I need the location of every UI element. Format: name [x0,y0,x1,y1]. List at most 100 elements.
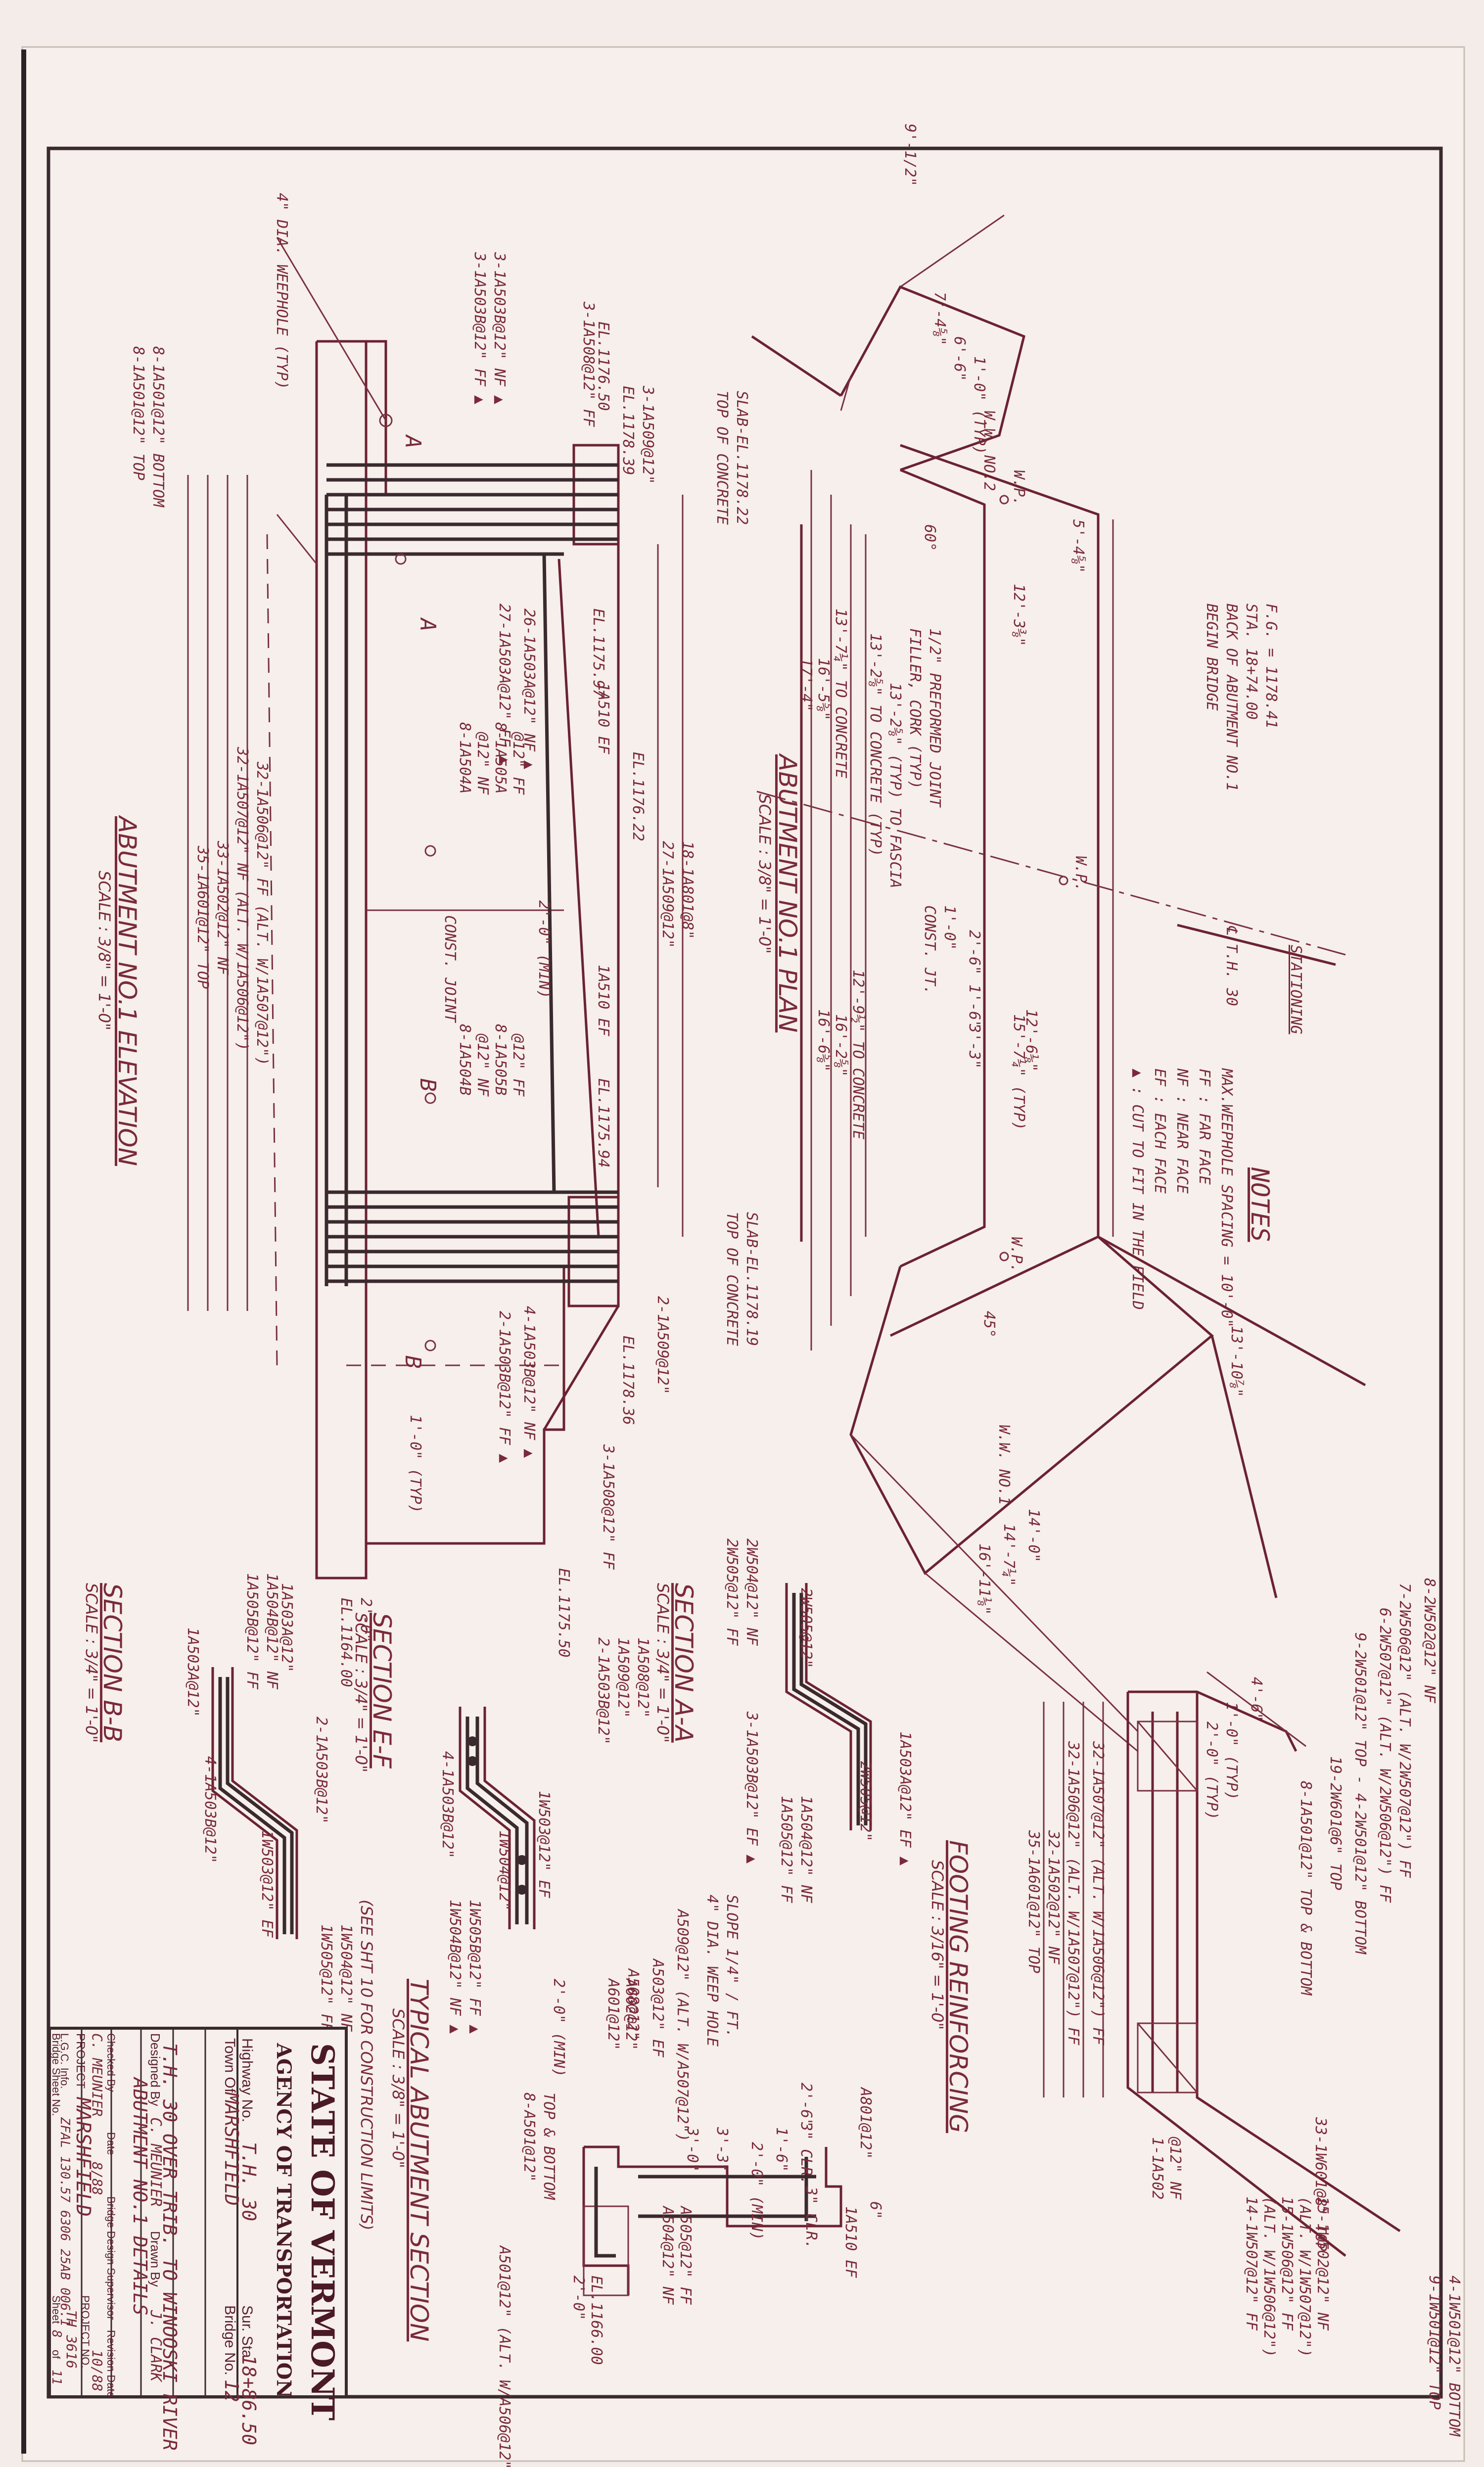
footing-label: 32-1A502@12" NF [1045,1830,1062,1965]
typical-label: 1A510 EF [842,2206,859,2278]
plan-scale: SCALE : 3/8" = 1'-0" [755,794,774,954]
section-bb-label: 2-1A503B@12" [313,1717,330,1824]
section-bb-title: SECTION B-B [98,1583,127,1742]
project-no-label: PROJECT NO. [79,2295,92,2369]
plan-dim-label: 14'-0" [1025,1509,1042,1562]
elev-label: EL.1175.50 [555,1568,572,1658]
plan-wp-label: W.P. [1072,856,1089,891]
work-point-marker [999,495,1009,505]
work-point-marker [999,1252,1009,1261]
section-ef-scale: SCALE : 3/4" = 1'-0" [352,1613,371,1772]
plan-dim-label: 16'-6⅝" [815,1009,832,1071]
elev-label: EL.1164.00 [337,1598,355,1687]
footing-leader [1206,1671,1306,1747]
typical-label: 3" CLR. [802,2186,820,2249]
plan-dim-label: 12'-9½" TO CONCRETE [849,970,867,1139]
section-bb-label: 1A505B@12" FF [243,1573,261,1690]
plan-angle-label: 60° [921,524,938,551]
section-ef: 2-1A503B@12" 1A509@12" 1A508@12" 1W503@1… [352,1613,651,2034]
plan-front-outline [889,444,1100,1337]
typical-note: (SEE SHT 10 FOR CONSTRUCTION LIMITS) [357,1900,376,2231]
typical-label: A505@12" FF [677,2205,694,2305]
section-aa-label: 1A504@12" NF [797,1796,815,1904]
typical-label: 8-A501@12" [520,2093,538,2182]
typical-label: 2'-0" (MIN) [748,2142,765,2240]
footing-label: 9-2W501@12" TOP - 4-2W501@12" BOTTOM [1351,1632,1369,1955]
plan-angle-label: 45° [980,1311,998,1338]
elev-label: @12" FF [510,732,527,795]
section-aa-outline [805,1583,872,1830]
section-bb-label: 1W504@12" NF [337,1924,355,2032]
weephole-marker [424,1092,436,1104]
plan-dim-label: 3'-3" [966,1024,983,1069]
section-ef-label: 1W504B@12" NF ▲ [446,1900,464,2034]
elev-label: 8-1A504B [456,1024,473,1096]
elev-label: 26-1A503A@12" NF ▲ [520,608,538,769]
plan-joint-filler: FILLER, CORK (TYP) [906,628,924,789]
checked-by-value: C. MEUNIER [89,2033,105,2117]
section-cut-mark: B [400,1355,425,1369]
checked-by-label: Checked By [105,2033,117,2092]
elev-label: EL.1176.22 [629,752,647,841]
section-ef-outline [483,1707,536,1929]
typical-label: A508@12" [624,1968,642,2041]
typical-label: SLOPE 1/4" / FT. [723,1895,741,2038]
plan-dim-label: 13'-2⅝" TO CONCRETE (TYP) [867,633,884,857]
typical-label: A601@12" [604,1978,622,2050]
plan-dim-label: 2'-0" (TYP) [1203,1722,1220,1820]
typical-label: 4" DIA. WEEP HOLE [703,1895,721,2047]
typical-label: 1'-6" [773,2127,790,2172]
footing-label: 7-2W506@12" (ALT. W/2W507@12") FF [1396,1583,1413,1878]
plan-dim-label: 1'-6" [966,984,983,1029]
plan-dim-label: 1'-0" (TYP) [1223,1702,1240,1800]
section-ef-label: 1A509@12" [614,1637,632,1718]
elev-outline-top [317,340,387,495]
elev-label: 1A510 EF [595,683,612,754]
date-value: 8/88 [89,2162,105,2195]
typical-label: A602@12" [622,1978,640,2050]
highway-label: Highway No. [239,2038,255,2122]
plan-dim-label: 15'-7¼" (TYP) [1010,1014,1027,1130]
elev-label: CONST. JOINT [441,915,459,1024]
elev-label: 2-1A503B@12" FF ▲ [496,1311,513,1463]
typical-abutment-section: 4" DIA. WEEP HOLE SLOPE 1/4" / FT. A509@… [357,1895,884,2467]
section-bb-outline [231,1667,298,1939]
section-ef-outline [459,1707,511,1929]
typical-label: 6" [867,2201,884,2219]
plan-dim-label: 1'-0" (TYP) [971,356,988,455]
elev-rebar-left [326,463,618,556]
begin-bridge-text: STA. 18+74.00 [1243,604,1260,720]
elev-label: 3-1A508@12" FF [600,1444,617,1570]
plan-dim-label: 6'-6" [951,336,968,381]
section-ef-rebar [465,1717,519,1924]
elev-label: 8-1A501@12" BOTTOM [149,346,167,508]
section-aa-outline [785,1583,852,1830]
plan-wingwall-2 [839,285,1025,471]
elev-label: TOP OF CONCRETE [723,1212,741,1346]
plan-wp-label: W.P. [1010,470,1027,506]
plan-dim-label: 16'-2⅝" [832,1014,849,1076]
lgc-label: L.G.C. Info. [58,2033,71,2089]
elev-label: @12" NF [474,1033,491,1097]
footing-label: 8-1A501@12" TOP & BOTTOM [1297,1781,1314,1996]
plan-dim-label: 9'-1/2" [901,124,919,186]
elev-leader [276,514,318,564]
rebar-dot [517,1855,527,1865]
typical-label: TOP & BOTTOM [540,2093,557,2200]
footing-label: 19-2W601@6" TOP [1327,1756,1344,1890]
typical-label: EL.1166.00 [588,2276,605,2365]
elev-label: 3-1A503B@12" FF ▲ [471,252,488,404]
typical-label: 3'-0" [684,2127,701,2172]
elev-label: 3-1A508@12" FF [580,301,597,427]
notes-block: NOTES MAX.WEEPHOLE SPACING = 10'-0" FF :… [1129,1068,1274,1328]
footing-reinforcing: 8-2W502@12" NF 7-2W506@12" (ALT. W/2W507… [928,1578,1463,2437]
sheet-label: Sheet [50,2295,62,2324]
typical-label: 2'-6" [797,2083,815,2127]
sheet-number: 8 [49,2330,64,2338]
footing-outline [1128,1690,1298,1752]
section-aa-label: 2W505@12" FF [723,1538,741,1646]
drawn-by-value: J. CLARK [147,2310,164,2382]
section-ef-label: 2-1A503B@12" [595,1637,612,1745]
section-aa-label: 2W505@12" [857,1761,874,1842]
elev-label: 8-1A501@12" TOP [130,346,147,480]
